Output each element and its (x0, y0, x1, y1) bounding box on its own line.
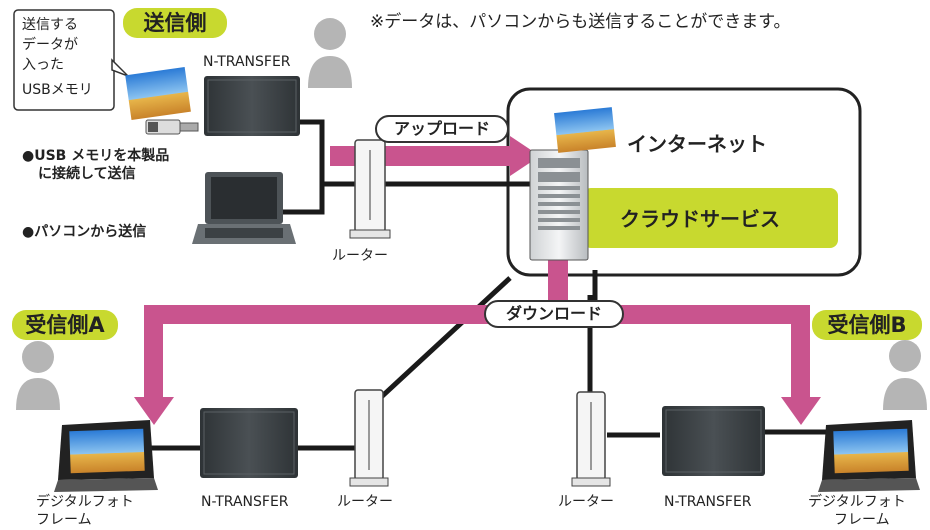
method-usb-line1: ●USB メモリを本製品 (22, 148, 170, 164)
receiver-b-device-label: N-TRANSFER (664, 494, 752, 510)
receiver-a-router-label: ルーター (337, 494, 393, 510)
download-arrow-left-head (134, 397, 174, 425)
receiver-b-frame-label: デジタルフォト (808, 494, 906, 510)
photo-icon (554, 107, 616, 153)
n-transfer-device (204, 76, 300, 136)
receiver-b-title: 受信側B (812, 310, 922, 340)
cloud-service-box (583, 188, 838, 248)
router-icon (349, 389, 389, 487)
cable-device-router (300, 119, 355, 187)
usb-note-line: データが (22, 37, 78, 53)
photo-frame-icon (54, 420, 158, 492)
method-usb-line2: に接続して送信 (38, 166, 136, 182)
download-arrow-stem (548, 248, 568, 306)
sender-title: 送信側 (123, 8, 227, 38)
photo-frame-icon (818, 420, 920, 492)
person-icon (883, 340, 927, 410)
download-label: ダウンロード (484, 300, 624, 328)
cables (150, 119, 830, 451)
method-pc: ●パソコンから送信 (22, 224, 147, 240)
arrows (134, 136, 821, 425)
download-arrow-left (144, 305, 163, 399)
sender-router-label: ルーター (332, 248, 388, 264)
receiver-b-frame-label: フレーム (834, 512, 890, 528)
photo-icon (125, 67, 191, 120)
download-arrow-right-head (781, 397, 821, 425)
server-icon (529, 149, 589, 261)
receiver-b-router-label: ルーター (558, 494, 614, 510)
router-icon (571, 391, 611, 487)
top-note: ※データは、パソコンからも送信することができます。 (370, 12, 791, 32)
receiver-a-title: 受信側A (12, 310, 118, 340)
download-arrow-bar (144, 305, 810, 324)
usb-note-box (13, 9, 115, 111)
receiver-a-frame-label: フレーム (36, 512, 92, 528)
laptop-icon (192, 172, 296, 244)
internet-title: インターネット (627, 132, 767, 156)
person-icon (308, 18, 352, 88)
person-icon (16, 341, 60, 410)
n-transfer-device (200, 408, 298, 478)
n-transfer-device (662, 406, 765, 476)
cable-laptop-router (283, 184, 325, 215)
cloud-service-label: クラウドサービス (620, 207, 780, 231)
upload-label: アップロード (375, 115, 509, 143)
sender-device-label: N-TRANSFER (203, 54, 291, 70)
receiver-a-device-label: N-TRANSFER (201, 494, 289, 510)
usb-note-line: USBメモリ (22, 82, 93, 98)
cable-internet-router-a (376, 276, 512, 402)
upload-arrow-head (510, 136, 540, 176)
usb-note-line: 入った (22, 57, 64, 73)
router-icon (349, 139, 391, 239)
usb-stick-icon (145, 119, 199, 135)
receiver-a-frame-label: デジタルフォト (36, 494, 134, 510)
download-arrow-right (791, 305, 810, 399)
usb-note-line: 送信する (22, 17, 78, 33)
